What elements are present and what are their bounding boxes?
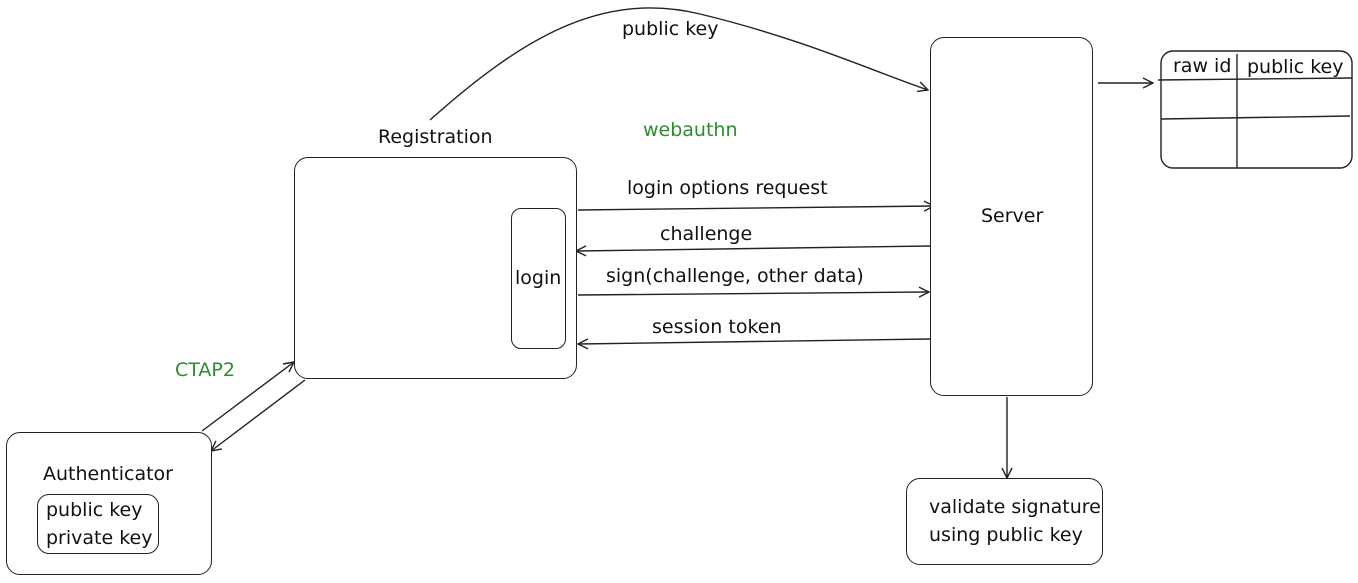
public-key-arc-label: public key [622,18,719,40]
authenticator-box: Authenticator public key private key [6,432,212,575]
key-table-row-line [1160,115,1351,120]
registration-label: Registration [378,126,493,148]
authenticator-private-key: private key [46,527,153,549]
key-table-header-line [1157,77,1353,81]
key-table-header-public-key: public key [1247,56,1344,78]
validate-line-1: validate signature [929,496,1101,518]
challenge-label: challenge [660,223,753,245]
ctap2-arrow-down [211,379,306,451]
login-options-request-arrow [577,206,934,210]
login-options-request-label: login options request [627,177,828,199]
validate-box: validate signature using public key [906,478,1103,565]
challenge-arrow [576,246,932,251]
session-token-arrow [578,339,932,344]
login-button[interactable]: login [511,208,566,349]
server-box: Server [930,37,1093,396]
public-key-arc-arrow [429,7,928,121]
key-table-header-raw-id: raw id [1173,55,1232,77]
authenticator-keys-box: public key private key [37,494,159,554]
session-token-label: session token [652,316,782,338]
authenticator-label: Authenticator [43,463,173,485]
webauthn-label: webauthn [643,119,738,141]
server-label: Server [981,205,1044,227]
login-button-label: login [515,267,562,289]
sign-label: sign(challenge, other data) [606,265,864,287]
sign-arrow [577,292,929,295]
ctap2-arrow-up [201,362,294,432]
ctap2-label: CTAP2 [175,359,235,381]
key-table-border [1160,50,1353,169]
authenticator-public-key: public key [46,499,143,521]
validate-line-2: using public key [929,524,1083,546]
